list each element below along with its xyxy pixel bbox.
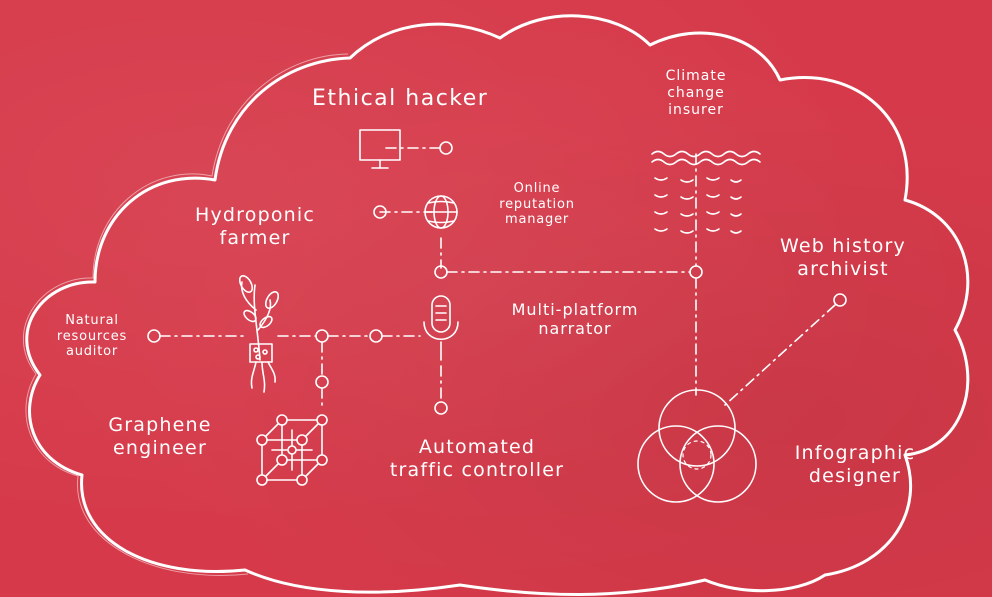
label-graphene-engineer: Graphene engineer [108,414,212,459]
label-natural-resources-auditor: Natural resources auditor [56,313,128,360]
connector-nodes [147,141,847,415]
venn-icon [637,389,757,503]
cloud-outline [25,14,970,596]
plant-icon [238,275,280,393]
label-hydroponic-farmer: Hydroponic farmer [194,204,316,249]
label-ethical-hacker: Ethical hacker [312,86,489,111]
label-climate-change-insurer: Climate change insurer [665,68,727,118]
label-online-reputation-manager: Online reputation manager [499,181,575,228]
connector-lines [159,147,836,411]
waves-icon [651,150,761,234]
globe-icon [424,195,458,229]
microphone-icon [423,295,459,361]
cube-nodes [256,414,328,486]
cloud-outline-sketch [23,53,349,576]
label-web-history-archivist: Web history archivist [779,235,906,280]
monitor-icon [359,129,401,169]
label-automated-traffic-controller: Automated traffic controller [389,436,565,481]
label-infographic-designer: Infographic designer [794,442,916,487]
label-multi-platform-narrator: Multi-platform narrator [511,300,639,339]
